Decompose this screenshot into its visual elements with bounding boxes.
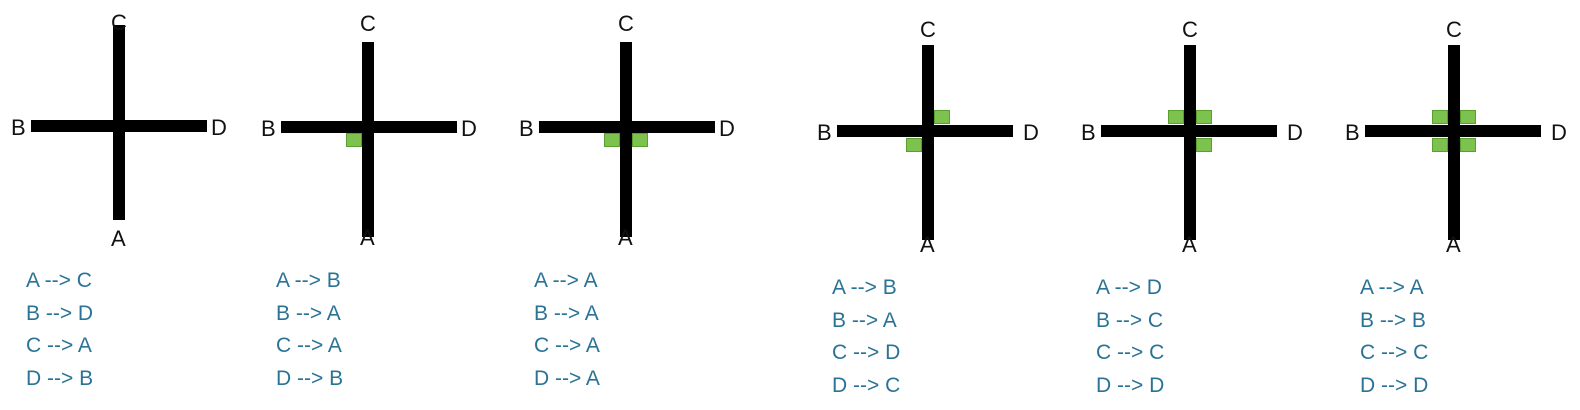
rule-list: A --> C B --> D C --> A D --> B: [26, 265, 93, 395]
rule-item: B --> D: [26, 301, 94, 325]
label-left: B: [11, 115, 26, 140]
green-square-bottom-right: [1460, 138, 1476, 152]
label-left: B: [1081, 120, 1096, 145]
road-horizontal: [539, 121, 715, 133]
rule-item: B --> A: [534, 301, 599, 325]
rule-item: C --> C: [1096, 341, 1165, 364]
green-square-top-right: [1460, 110, 1476, 124]
rule-item: C --> A: [534, 334, 600, 357]
label-top: C: [1182, 17, 1198, 42]
rule-list: A --> A B --> B C --> C D --> D: [1360, 272, 1428, 402]
rule-item: D --> D: [1096, 373, 1165, 397]
rule-item: A --> B: [832, 276, 897, 299]
green-square-top-right: [934, 110, 950, 124]
road-vertical: [922, 45, 934, 240]
road-horizontal: [1101, 125, 1277, 137]
label-right: D: [461, 116, 477, 141]
label-left: B: [261, 116, 276, 141]
label-bottom: A: [1446, 232, 1461, 257]
rule-item: A --> D: [1096, 276, 1162, 299]
rule-item: A --> A: [1360, 276, 1424, 299]
rule-item: A --> C: [26, 269, 92, 292]
label-bottom: A: [1182, 232, 1197, 257]
rule-item: D --> D: [1360, 373, 1429, 397]
label-bottom: A: [920, 232, 935, 257]
rule-item: D --> B: [276, 366, 344, 390]
rule-item: C --> A: [276, 334, 342, 357]
label-left: B: [817, 120, 832, 145]
green-square-bottom-left: [346, 133, 362, 147]
label-top: C: [1446, 17, 1462, 42]
rule-item: C --> A: [26, 334, 92, 357]
label-right: D: [1287, 120, 1303, 145]
label-right: D: [1551, 120, 1567, 145]
rule-item: D --> A: [534, 366, 600, 390]
road-horizontal: [31, 120, 207, 132]
rule-list: A --> B B --> A C --> A D --> B: [276, 265, 343, 395]
rule-list: A --> A B --> A C --> A D --> A: [534, 265, 600, 395]
label-right: D: [1023, 120, 1039, 145]
road-vertical: [1184, 45, 1196, 240]
rule-item: D --> C: [832, 373, 901, 397]
rule-item: A --> B: [276, 269, 341, 292]
road-horizontal: [1365, 125, 1541, 137]
label-bottom: A: [618, 225, 633, 250]
rule-item: B --> A: [276, 301, 341, 325]
green-square-bottom-left: [1432, 138, 1448, 152]
road-horizontal: [837, 125, 1013, 137]
green-square-top-left: [1168, 110, 1184, 124]
green-square-top-right: [1196, 110, 1212, 124]
label-right: D: [719, 116, 735, 141]
rule-item: C --> D: [832, 341, 901, 364]
road-vertical: [1448, 45, 1460, 240]
rule-list: A --> B B --> A C --> D D --> C: [832, 272, 900, 402]
green-square-bottom-right: [632, 133, 648, 147]
label-bottom: A: [360, 225, 375, 250]
label-top: C: [111, 10, 127, 35]
rule-item: C --> C: [1360, 341, 1429, 364]
green-square-top-left: [1432, 110, 1448, 124]
rule-item: B --> C: [1096, 308, 1164, 332]
road-vertical: [362, 42, 374, 237]
road-vertical: [620, 42, 632, 237]
road-horizontal: [281, 121, 457, 133]
rule-item: B --> A: [832, 308, 897, 332]
label-left: B: [1345, 120, 1360, 145]
label-right: D: [211, 115, 227, 140]
label-bottom: A: [111, 226, 126, 251]
label-left: B: [519, 116, 534, 141]
green-square-bottom-right: [1196, 138, 1212, 152]
rule-item: D --> B: [26, 366, 94, 390]
rule-item: A --> A: [534, 269, 598, 292]
rule-item: B --> B: [1360, 308, 1426, 332]
green-square-bottom-left: [604, 133, 620, 147]
label-top: C: [618, 11, 634, 36]
label-top: C: [920, 17, 936, 42]
label-top: C: [360, 11, 376, 36]
rule-list: A --> D B --> C C --> C D --> D: [1096, 272, 1164, 402]
green-square-bottom-left: [906, 138, 922, 152]
